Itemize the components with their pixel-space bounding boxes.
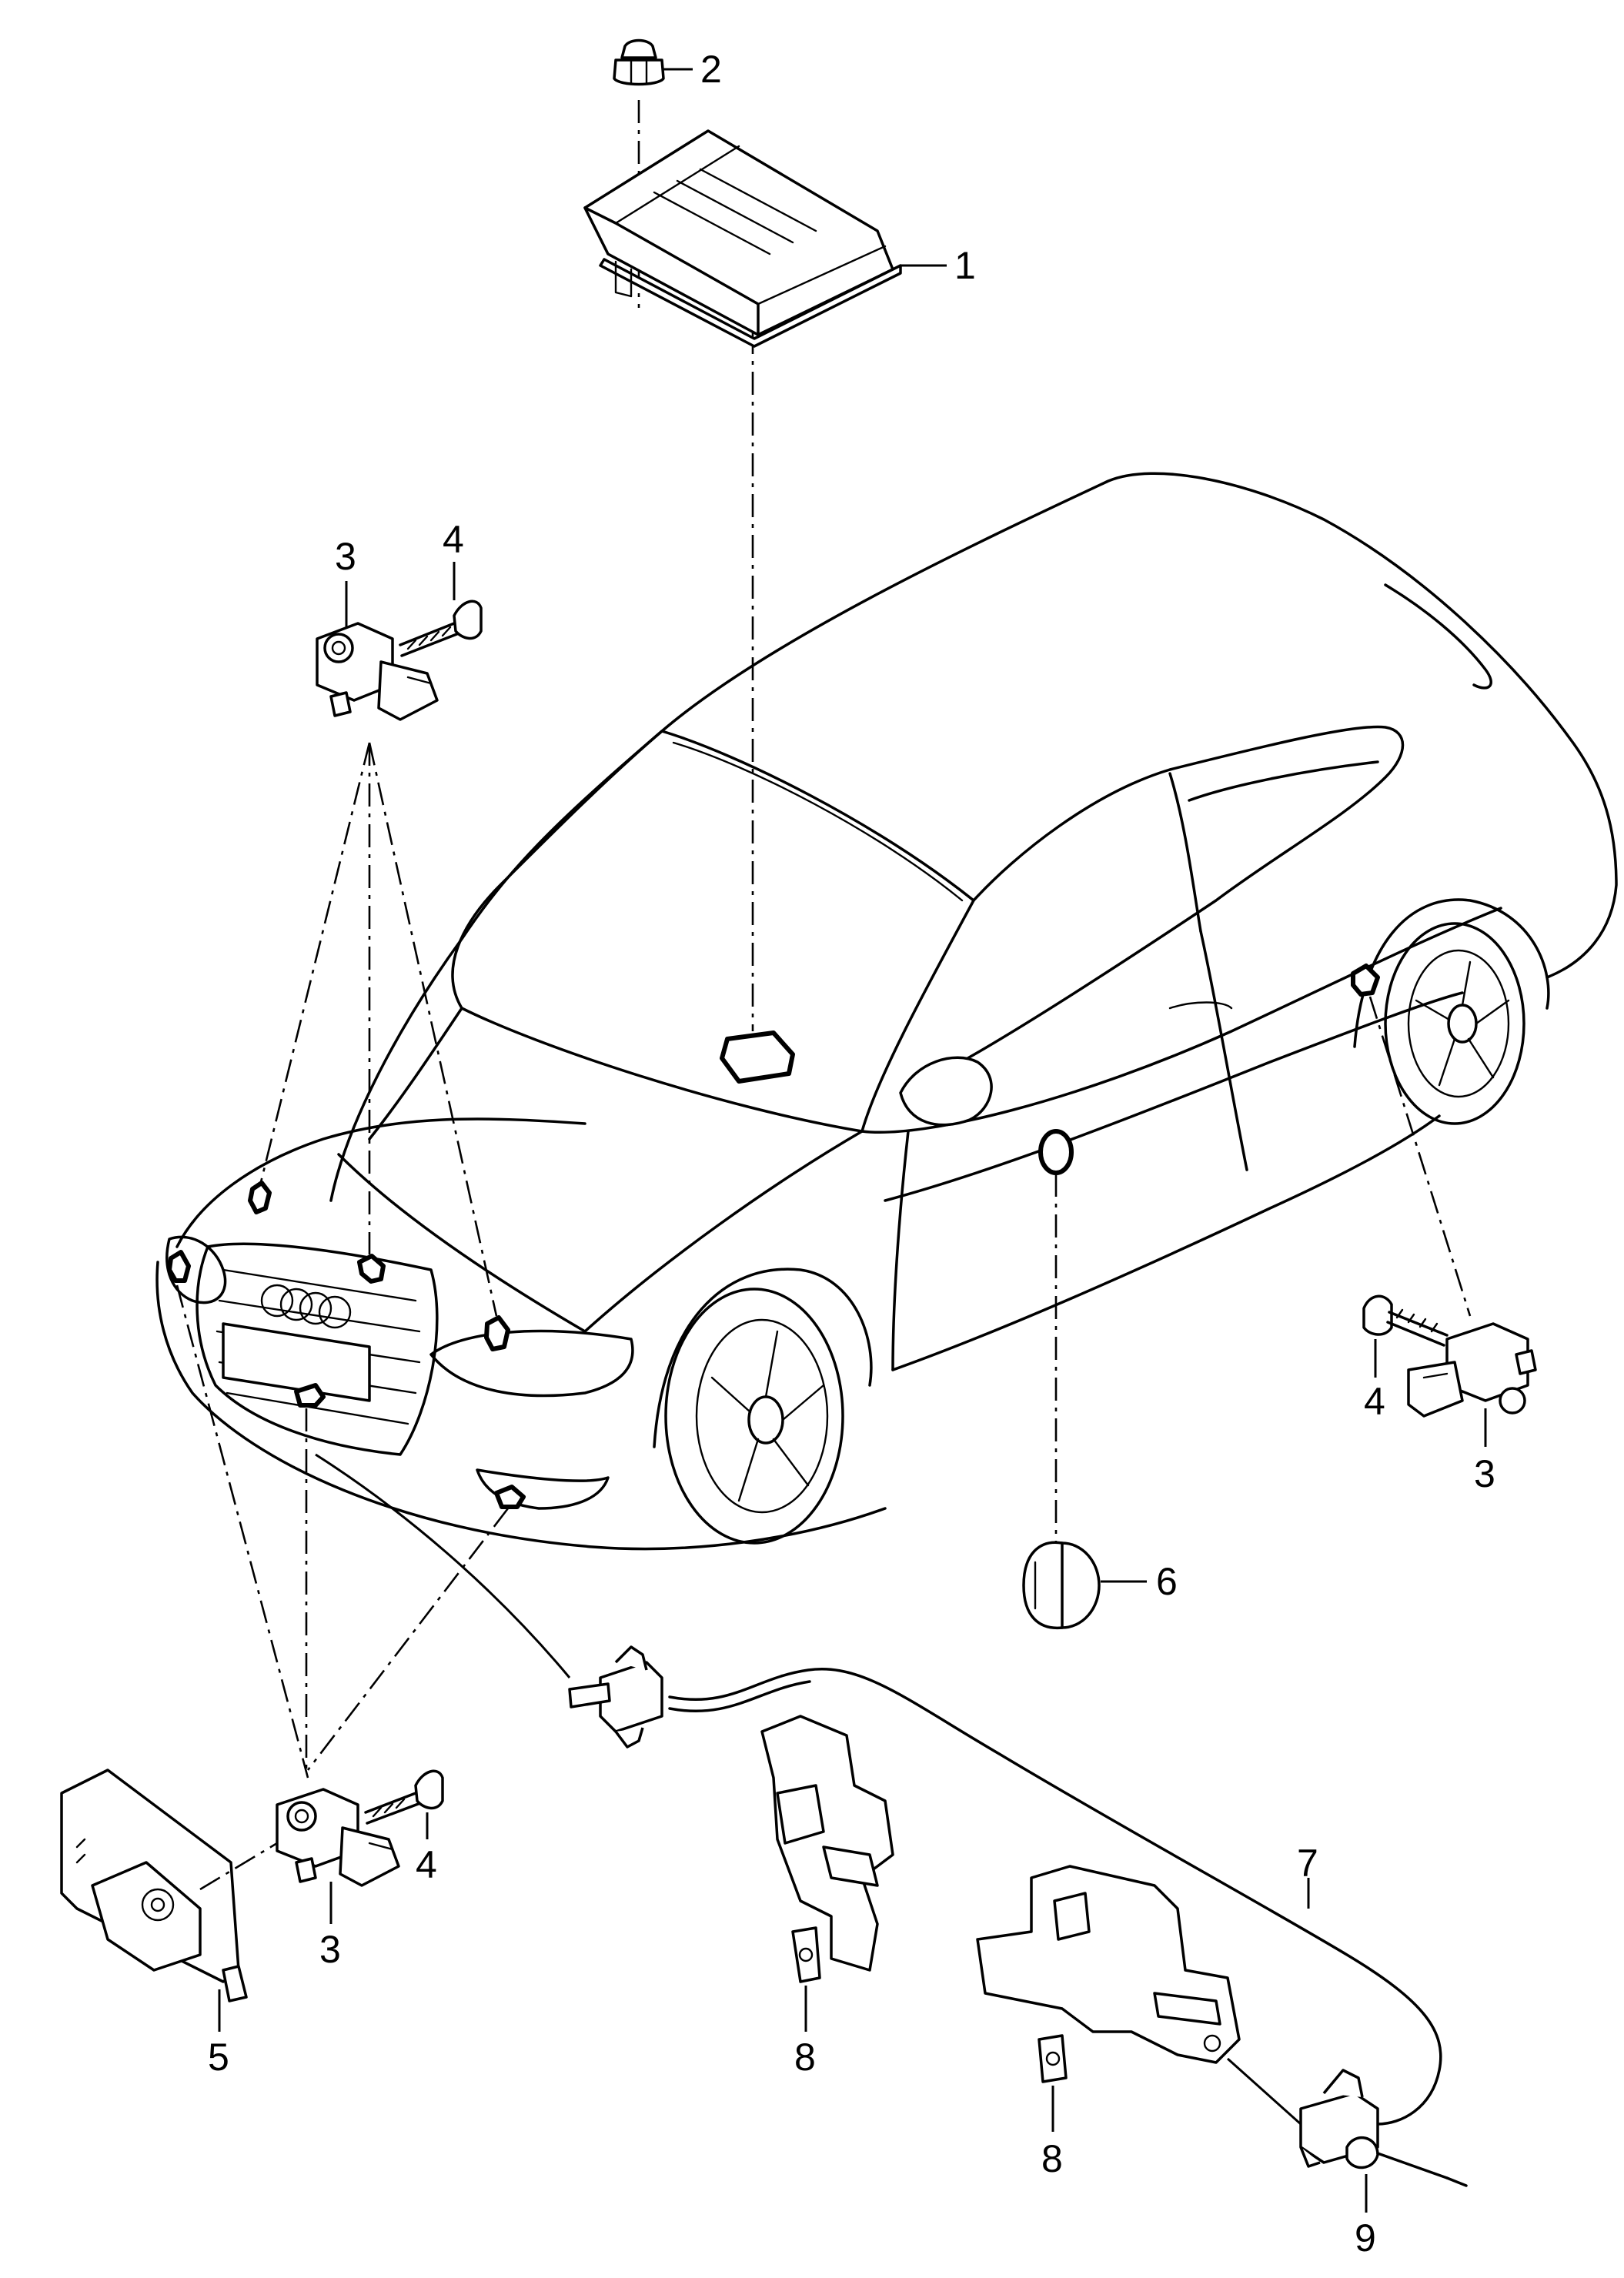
airbag-control-unit xyxy=(583,129,902,348)
control-unit-location-marker xyxy=(720,1030,795,1084)
reference-lines xyxy=(175,100,1472,1779)
bolt-top xyxy=(399,600,483,657)
callout-3-right: 3 xyxy=(1474,1452,1495,1495)
nut xyxy=(613,38,665,86)
side-sensor-location-marker xyxy=(1038,1129,1074,1175)
cover-cap xyxy=(1022,1541,1101,1630)
front-left-sensor-marker xyxy=(248,1181,272,1214)
harness-bracket-left xyxy=(760,1715,894,1983)
front-center-sensor-marker xyxy=(357,1254,386,1284)
rivet xyxy=(1345,2136,1468,2187)
harness-bracket-right xyxy=(976,1865,1241,2083)
callout-3-bottom: 3 xyxy=(319,1928,341,1971)
callout-7: 7 xyxy=(1297,1842,1318,1885)
crash-sensor-top xyxy=(316,622,439,721)
callout-9: 9 xyxy=(1355,2216,1376,2260)
front-corner-sensor-marker xyxy=(167,1250,191,1283)
wiring-harness xyxy=(568,1645,1442,2168)
callout-6: 6 xyxy=(1156,1560,1178,1603)
crash-sensor-bottom xyxy=(276,1788,400,1887)
sensor-bracket xyxy=(60,1769,278,2002)
front-right-sensor-marker xyxy=(484,1315,510,1351)
callout-8-left: 8 xyxy=(794,2036,816,2079)
bolt-right xyxy=(1362,1294,1449,1347)
car-body xyxy=(155,472,1618,1551)
callout-4-right: 4 xyxy=(1364,1380,1385,1423)
callout-4-bottom: 4 xyxy=(416,1843,437,1886)
callouts: 1 2 3 4 4 3 6 7 4 3 5 8 8 9 xyxy=(208,48,1495,2260)
callout-2: 2 xyxy=(700,48,722,91)
callout-4-top: 4 xyxy=(443,518,464,561)
callout-3-top: 3 xyxy=(335,535,356,578)
rear-sensor-location-marker xyxy=(1351,964,1380,997)
mount-markers xyxy=(167,964,1380,1509)
callout-8-right: 8 xyxy=(1041,2137,1063,2180)
bumper-sensor-marker xyxy=(494,1485,526,1509)
bolt-bottom xyxy=(364,1769,444,1825)
callout-1: 1 xyxy=(954,244,976,287)
crash-sensor-right xyxy=(1407,1322,1537,1418)
grille-sensor-marker xyxy=(294,1383,326,1408)
callout-5: 5 xyxy=(208,2036,229,2079)
